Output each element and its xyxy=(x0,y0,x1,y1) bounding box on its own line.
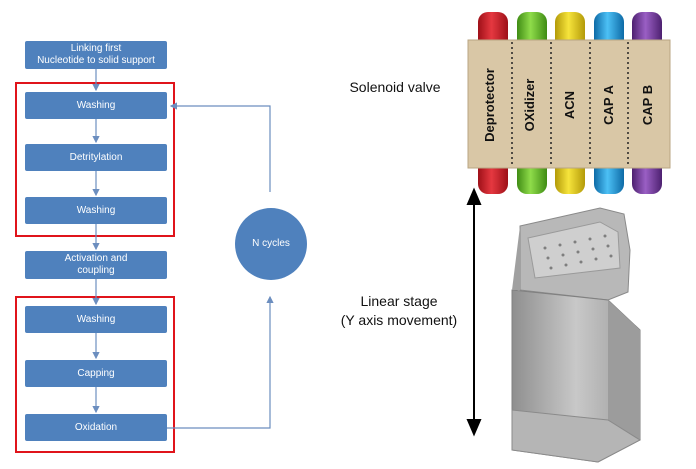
step-washing-1: Washing xyxy=(25,92,167,119)
step-capping: Capping xyxy=(25,360,167,387)
step-oxidation: Oxidation xyxy=(25,414,167,441)
solenoid-valve-label: Solenoid valve xyxy=(349,79,441,95)
linear-stage-label-line2: (Y axis movement) xyxy=(340,311,458,328)
step-washing-3: Washing xyxy=(25,306,167,333)
highlight-group-bottom xyxy=(15,296,175,453)
step-detritylation: Detritylation xyxy=(25,144,167,171)
stage-body xyxy=(511,207,642,463)
cycle-label: N cycles xyxy=(252,238,290,249)
step-washing-2: Washing xyxy=(25,197,167,224)
step-activation-coupling: Activation and coupling xyxy=(25,251,167,279)
step-link-nucleotide: Linking first Nucleotide to solid suppor… xyxy=(25,41,167,69)
cycle-circle xyxy=(235,208,307,280)
linear-stage-label-line1: Linear stage xyxy=(360,293,438,309)
linear-stage-label: Linear stage (Y axis movement) xyxy=(314,292,484,330)
highlight-group-top xyxy=(15,82,175,237)
